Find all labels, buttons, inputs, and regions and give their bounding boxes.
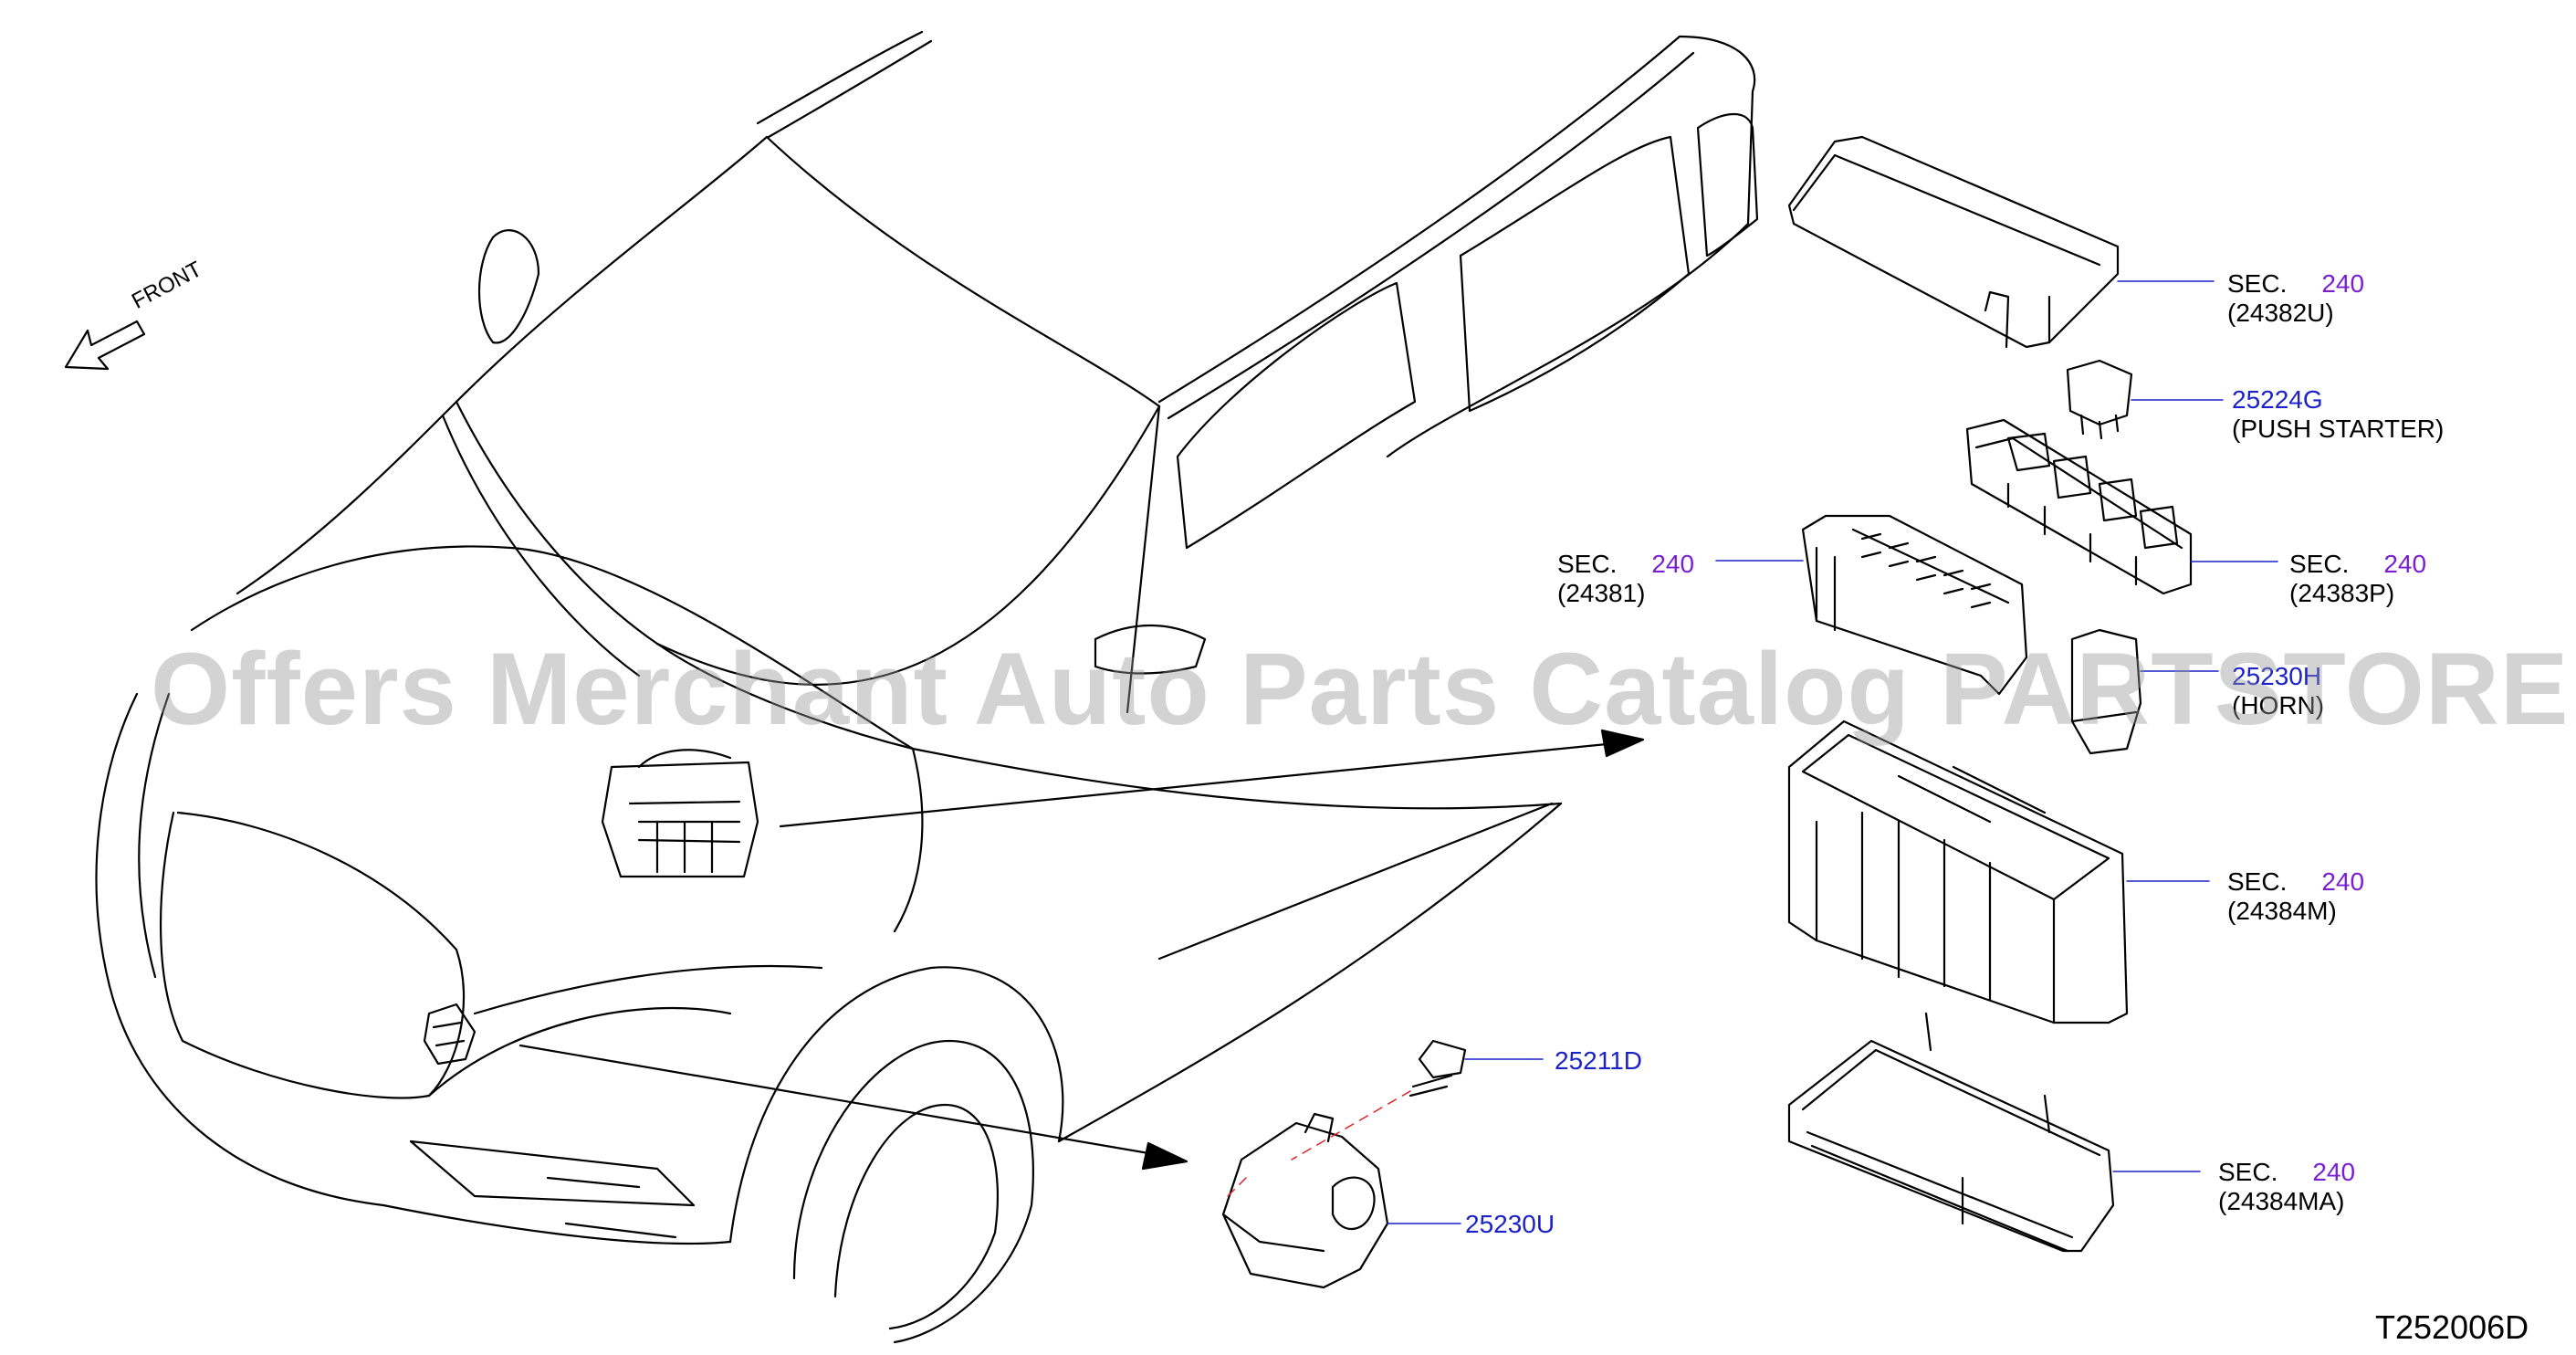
callout-dashed (1227, 1090, 1411, 1197)
watermark: Offers Merchant Auto Parts Catalog PARTS… (151, 632, 2576, 746)
callout-arrows (518, 729, 1645, 1171)
label-push-starter[interactable]: 25224G (PUSH STARTER) (2232, 385, 2444, 444)
bolt (1408, 1039, 1467, 1098)
relay-block-right (1965, 418, 2193, 595)
part-number[interactable]: 25224G (2232, 385, 2323, 414)
part-number: (24381) (1557, 579, 1646, 608)
sec-number[interactable]: 240 (2321, 269, 2365, 298)
fuse-box-lower (1787, 1012, 2115, 1253)
bumper-relay (423, 1003, 476, 1066)
sec-word: SEC. (2289, 550, 2350, 578)
label-relay-block-right[interactable]: SEC. 240 (24383P) (2289, 550, 2426, 608)
diagram-code: T252006D (2375, 1308, 2529, 1346)
part-number[interactable]: 25230H (2232, 662, 2322, 690)
sec-word: SEC. (1557, 550, 1618, 578)
part-number: (24384MA) (2218, 1187, 2345, 1216)
push-starter-relay (2066, 359, 2133, 440)
part-number: (24382U) (2227, 299, 2334, 328)
leader-lines (1387, 280, 2278, 1224)
sec-word: SEC. (2218, 1158, 2278, 1186)
sec-word: SEC. (2227, 867, 2288, 896)
sec-number[interactable]: 240 (2383, 550, 2427, 578)
label-box-upper[interactable]: SEC. 240 (24384M) (2227, 867, 2364, 926)
part-description: (HORN) (2232, 691, 2325, 720)
front-arrow-icon (64, 320, 146, 371)
sec-number[interactable]: 240 (2312, 1158, 2356, 1186)
part-number[interactable]: 25230U (1465, 1210, 1555, 1238)
part-number: (24383P) (2289, 579, 2395, 608)
sec-number[interactable]: 240 (2321, 867, 2365, 896)
horn-relay (2070, 628, 2142, 755)
label-bolt[interactable]: 25211D (1555, 1046, 1642, 1076)
label-horn[interactable]: 25230H (HORN) (2232, 662, 2324, 720)
fuse-box-upper (1787, 720, 2129, 1024)
label-box-lower[interactable]: SEC. 240 (24384MA) (2218, 1158, 2355, 1216)
relay-block-left (1801, 514, 2028, 696)
vehicle-outline (95, 30, 1759, 1344)
label-relay-block-left[interactable]: SEC. 240 (24381) (1557, 550, 1694, 608)
part-number: (24384M) (2227, 897, 2337, 926)
part-description: (PUSH STARTER) (2232, 415, 2445, 444)
engine-bay-fuse-box (601, 749, 759, 878)
sec-number[interactable]: 240 (1651, 550, 1695, 578)
fuse-box-cover (1787, 135, 2120, 349)
label-cover[interactable]: SEC. 240 (24382U) (2227, 269, 2364, 328)
sec-word: SEC. (2227, 269, 2288, 298)
label-relay-bracket[interactable]: 25230U (1465, 1210, 1555, 1239)
relay-bracket (1221, 1112, 1389, 1289)
part-number[interactable]: 25211D (1555, 1046, 1643, 1075)
